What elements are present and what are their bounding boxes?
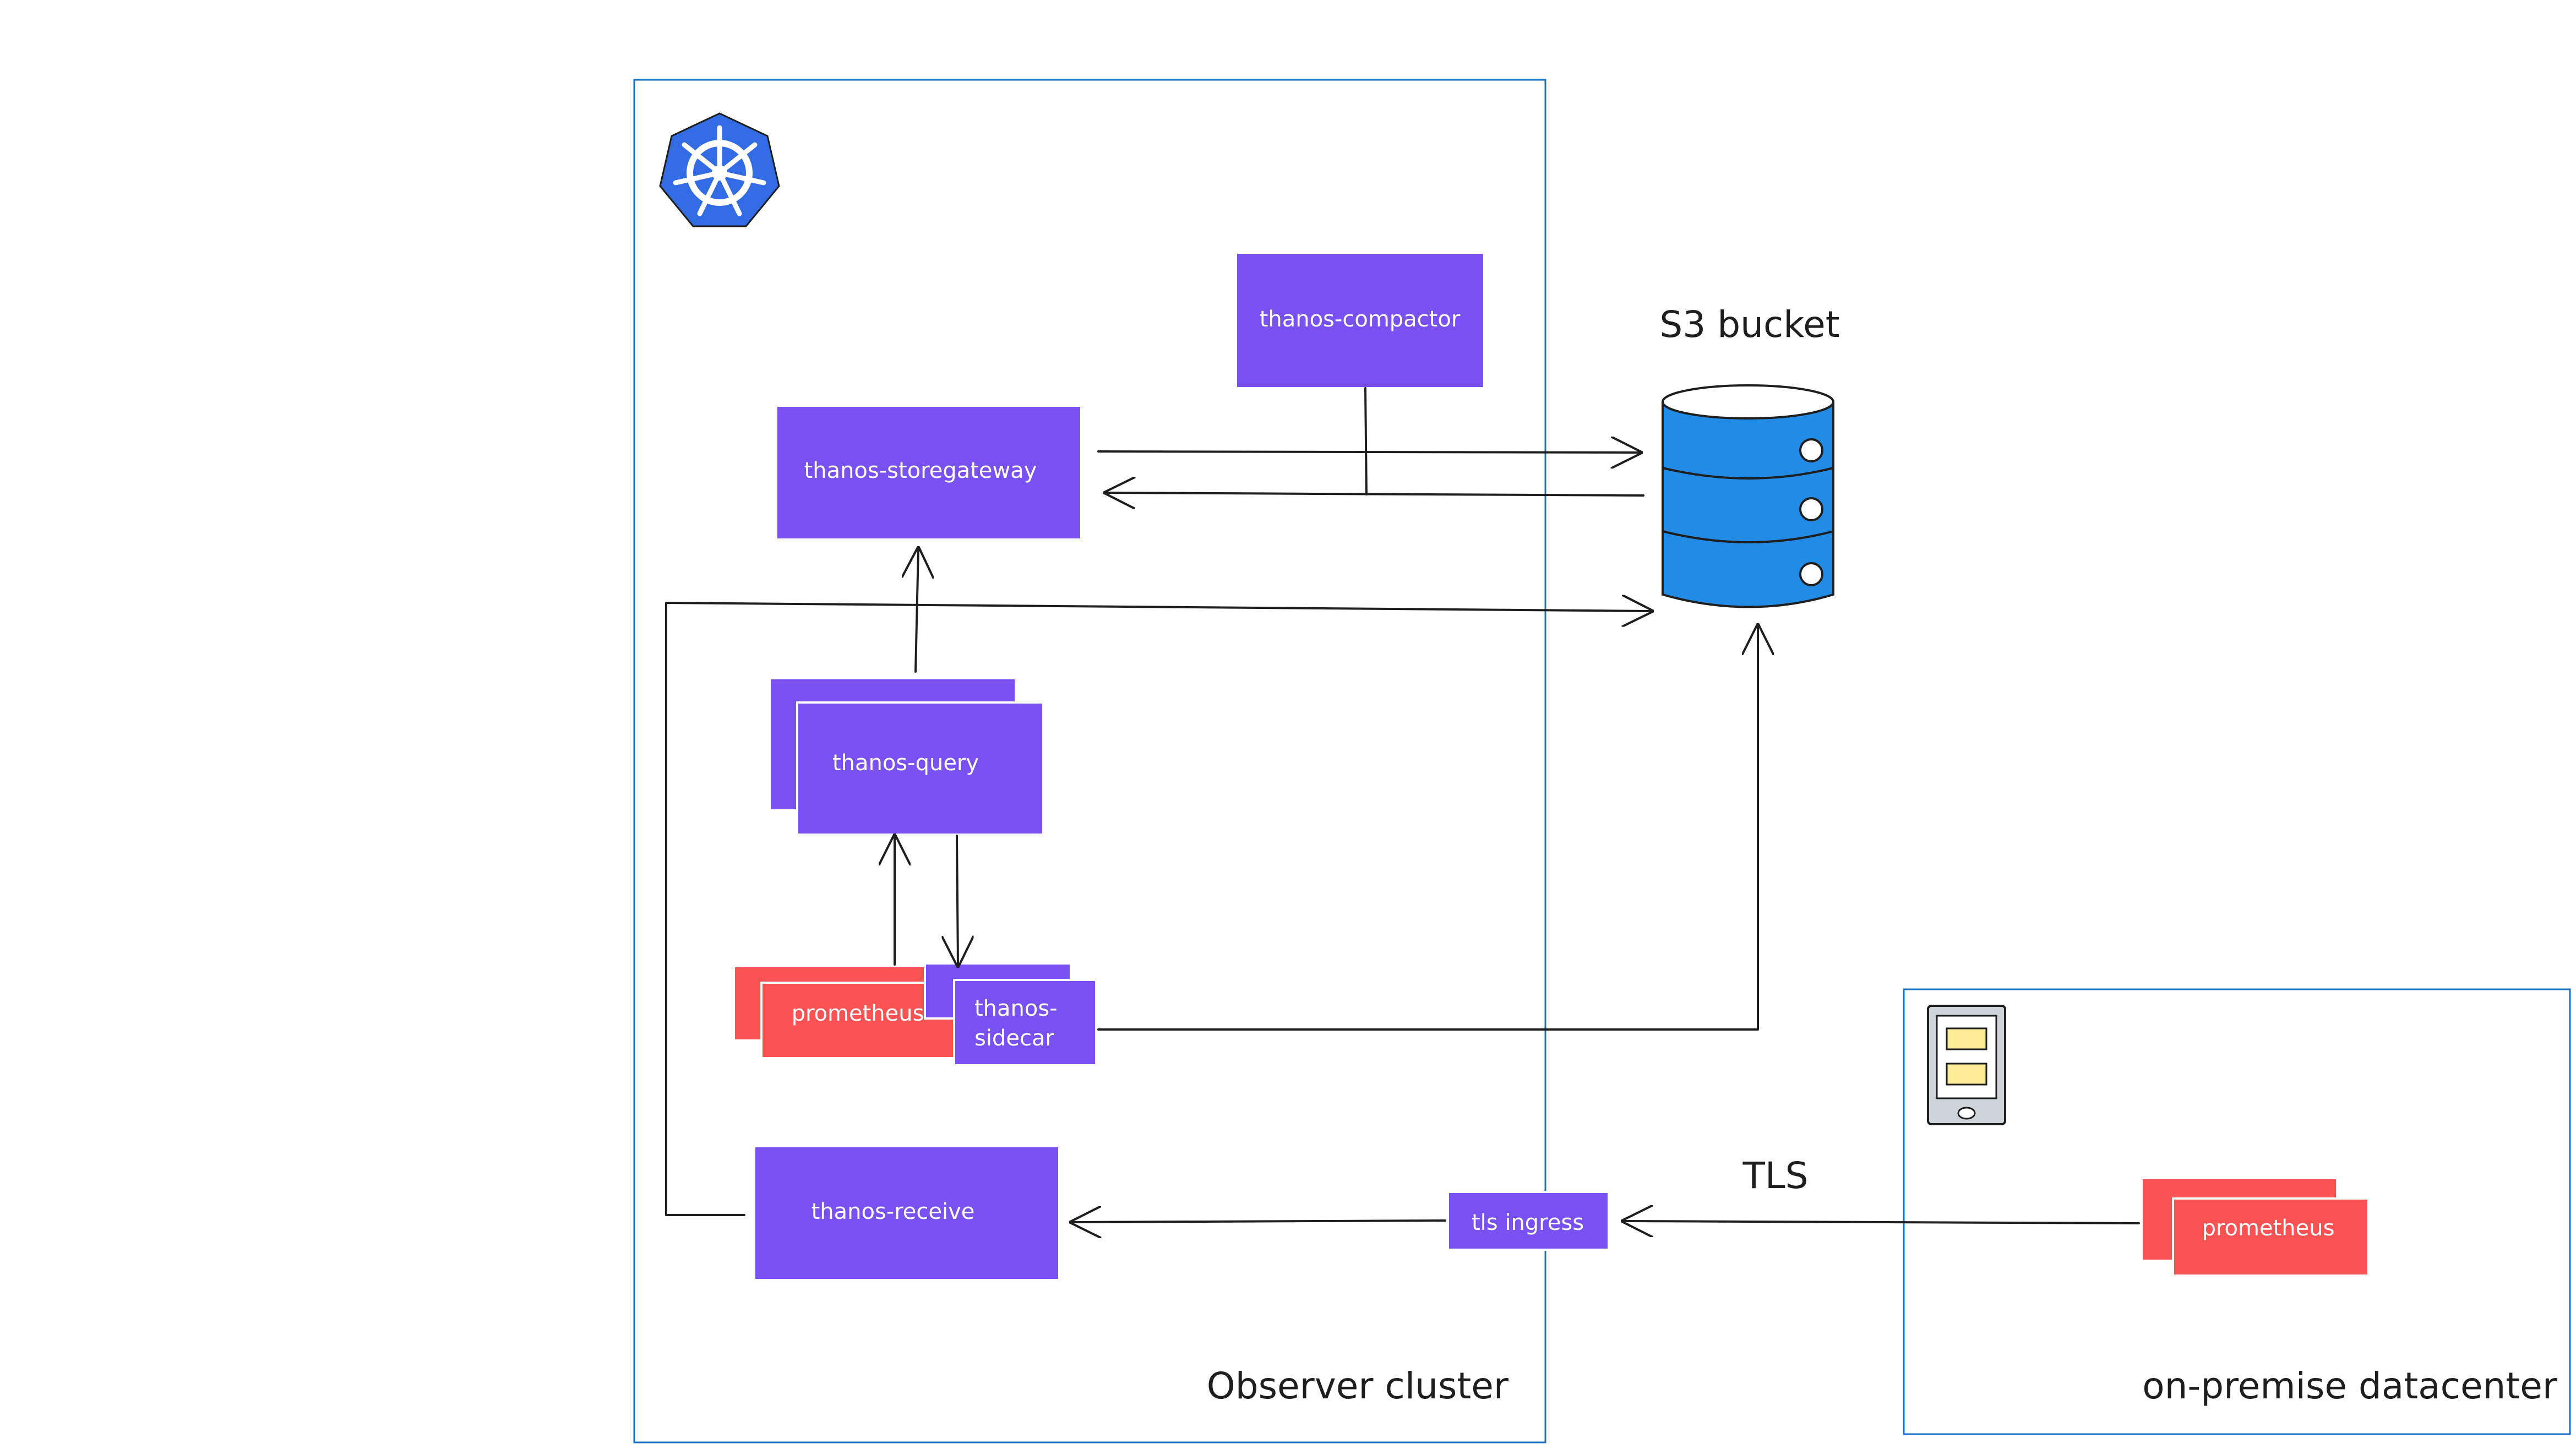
edges [665, 387, 2140, 1223]
observer-cluster-region: Observer cluster [633, 79, 1546, 1443]
onprem-datacenter-label: on-premise datacenter [2142, 1365, 2558, 1407]
prometheus-onprem-stack: prometheus [2141, 1177, 2370, 1277]
observer-cluster-label: Observer cluster [1207, 1365, 1509, 1407]
onprem-datacenter-region: on-premise datacenter [1903, 988, 2571, 1435]
thanos-sidecar-label-line2: sidecar [974, 1026, 1054, 1051]
tls-ingress-box: tls ingress [1447, 1191, 1610, 1251]
tls-connection-label: TLS [1742, 1154, 1809, 1197]
edge-sidecar-to-s3 [1097, 627, 1758, 1031]
edge-ingress-to-receive [1072, 1221, 1446, 1222]
thanos-sidecar-stack: thanos- sidecar [924, 962, 1097, 1066]
prometheus-cluster-stack: prometheus [733, 965, 955, 1059]
edge-onprem-prometheus-to-ingress [1624, 1221, 2140, 1223]
thanos-storegateway-label: thanos-storegateway [804, 458, 1037, 483]
thanos-query-stack: thanos-query [769, 677, 1044, 836]
prometheus-onprem-label: prometheus [2202, 1216, 2335, 1241]
prometheus-cluster-label: prometheus [792, 1001, 924, 1026]
s3-bucket: S3 bucket [1659, 303, 1840, 608]
kubernetes-helm-icon [659, 112, 780, 227]
edge-storegateway-to-s3 [1097, 451, 1640, 453]
edge-s3-to-storegateway [1107, 493, 1644, 495]
thanos-query-label: thanos-query [832, 750, 979, 776]
thanos-receive-label: thanos-receive [812, 1199, 975, 1224]
edge-query-to-storegateway [916, 549, 918, 673]
thanos-receive-box: thanos-receive [755, 1147, 1058, 1279]
thanos-sidecar-label-line1: thanos- [974, 996, 1058, 1021]
s3-bucket-title: S3 bucket [1659, 303, 1839, 346]
edge-query-to-sidecar [957, 835, 958, 965]
tls-ingress-label: tls ingress [1472, 1210, 1584, 1235]
thanos-compactor-label: thanos-compactor [1260, 307, 1461, 332]
database-icon [1662, 384, 1834, 608]
thanos-compactor-box: thanos-compactor [1237, 254, 1483, 387]
thanos-storegateway-box: thanos-storegateway [777, 407, 1080, 538]
server-rack-icon [1927, 1005, 2006, 1125]
edge-receive-to-s3 [665, 603, 1651, 1216]
edge-compactor-connector [1364, 387, 1368, 495]
